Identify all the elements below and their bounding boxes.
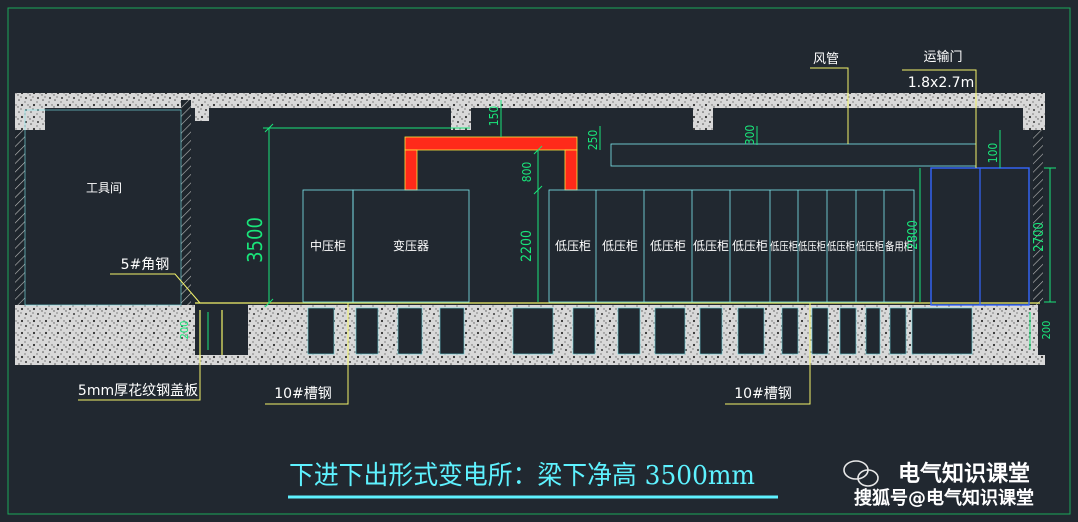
- dim-2200: 2200: [519, 230, 535, 262]
- watermark: 电气知识课堂 搜狐号@电气知识课堂: [843, 460, 1034, 509]
- dim-2800: 2800: [906, 220, 921, 250]
- dim-200-left: 200: [178, 321, 191, 340]
- watermark-wechat: 电气知识课堂: [898, 461, 1030, 487]
- dim-300: 300: [743, 125, 757, 146]
- dim-150: 150: [487, 106, 501, 127]
- dim-3500: 3500: [243, 217, 267, 263]
- cabinet-mv: 中压柜: [310, 238, 346, 253]
- cabinet-lv-4: 低压柜: [693, 239, 729, 253]
- cabinet-lv-1: 低压柜: [555, 239, 591, 253]
- label-door-size: 1.8x2.7m: [908, 75, 974, 91]
- dim-250: 250: [586, 130, 600, 151]
- label-channel-left: 10#槽钢: [274, 386, 332, 402]
- ceiling-slab: [15, 93, 1045, 130]
- dim-800: 800: [520, 162, 534, 183]
- dim-2700: 2700: [1032, 222, 1047, 252]
- label-air-duct: 风管: [813, 52, 839, 67]
- cabinet-transformer: 变压器: [393, 238, 429, 253]
- switchgear-row: [302, 189, 915, 303]
- cabinet-lv-3: 低压柜: [650, 239, 686, 253]
- wechat-icon: [843, 460, 879, 487]
- callout-leaders: [78, 67, 977, 405]
- tool-room: [24, 109, 182, 306]
- tool-room-label: 工具间: [86, 181, 122, 195]
- label-transport-door: 运输门: [923, 49, 962, 65]
- transport-door: [930, 167, 1030, 306]
- watermark-sohu: 搜狐号@电气知识课堂: [854, 487, 1034, 509]
- label-cover-plate: 5mm厚花纹钢盖板: [78, 383, 198, 399]
- label-angle-steel: 5#角钢: [121, 257, 170, 273]
- dimension-lines: [207, 100, 1056, 350]
- side-walls: [15, 100, 1043, 305]
- cabinet-lv-5: 低压柜: [732, 239, 768, 253]
- cabinet-lv-2: 低压柜: [602, 239, 638, 253]
- air-duct: [610, 143, 977, 167]
- cabinet-lv-9: 低压柜: [856, 240, 884, 253]
- cabinet-lv-8: 低压柜: [827, 240, 855, 253]
- drawing-title: 下进下出形式变电所：梁下净高 3500mm: [289, 461, 755, 491]
- cabinet-spare: 备用柜: [885, 239, 913, 253]
- duct-support: [404, 136, 578, 191]
- cabinet-lv-7: 低压柜: [798, 240, 826, 253]
- dim-200-right: 200: [1040, 321, 1053, 340]
- dim-100: 100: [986, 143, 1000, 164]
- drawing-border: [7, 7, 1071, 515]
- label-channel-right: 10#槽钢: [734, 386, 792, 402]
- cabinet-lv-6: 低压柜: [770, 240, 798, 253]
- floor-trench: [15, 302, 1045, 365]
